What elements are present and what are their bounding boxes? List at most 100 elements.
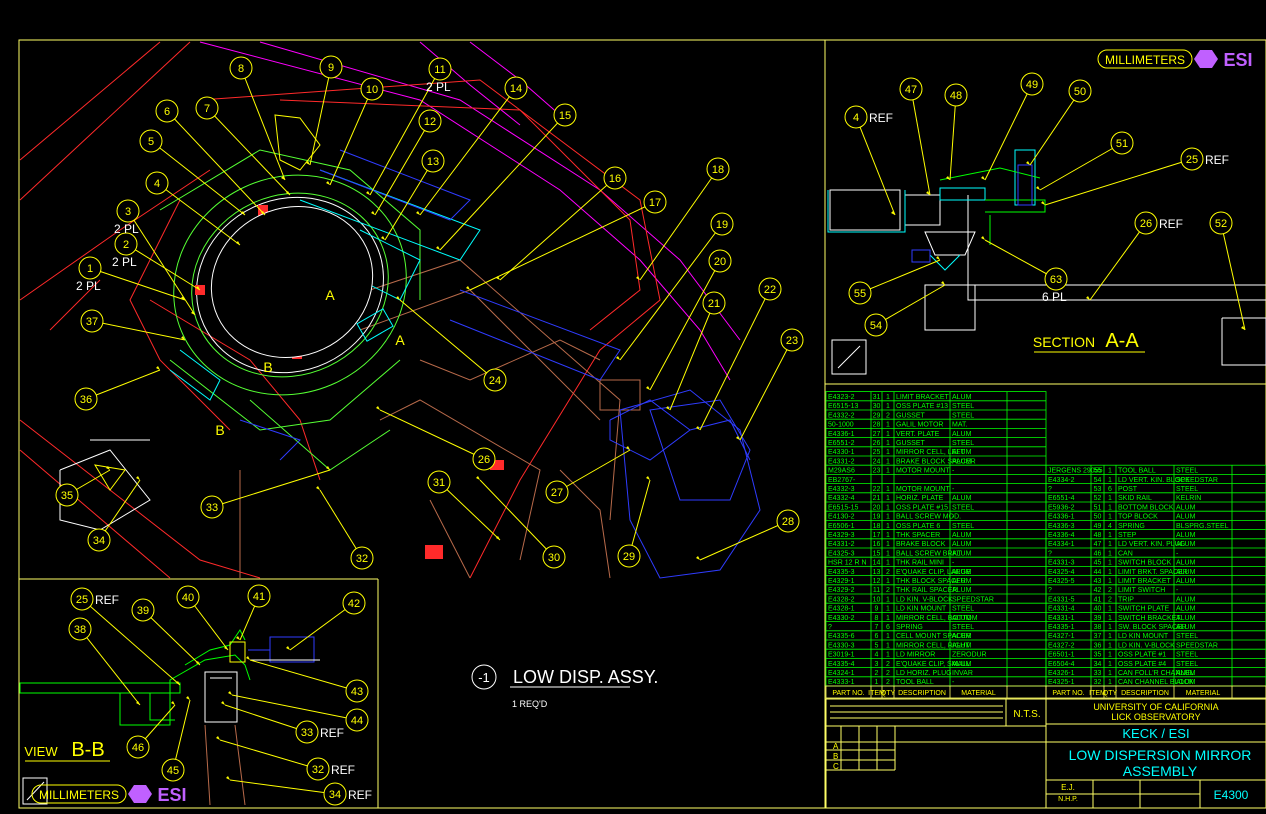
bom-cell: E6506-1 bbox=[828, 523, 855, 530]
balloon-41: 41 bbox=[236, 584, 271, 641]
balloon-number: 25 bbox=[1186, 154, 1198, 166]
bom-cell: HORIZ. PLATE bbox=[896, 495, 944, 502]
balloon-39: 39 bbox=[131, 598, 201, 666]
drawing-title-line-2: ASSEMBLY bbox=[1123, 763, 1198, 779]
bom-cell: CAN CHANNEL BLOCK bbox=[1118, 679, 1194, 686]
view-bb-units-badge: MILLIMETERS ESI bbox=[31, 784, 187, 805]
bom-cell: E4335-1 bbox=[1048, 624, 1075, 631]
bom-cell: 44 bbox=[1094, 569, 1102, 576]
bom-cell: - bbox=[952, 468, 955, 475]
balloon-number: 22 bbox=[764, 284, 776, 296]
bom-cell: E4329-2 bbox=[828, 587, 855, 594]
balloon-24: 24 bbox=[396, 296, 507, 392]
balloon-number: 31 bbox=[433, 477, 445, 489]
section-mark-b: B bbox=[263, 359, 272, 375]
bom-cell: 1 bbox=[1108, 504, 1112, 511]
bom-cell: E4336-1 bbox=[828, 431, 855, 438]
bom-cell: E4331-5 bbox=[1048, 596, 1075, 603]
bom-header-cell: QTY bbox=[1103, 690, 1118, 697]
bom-cell: 29 bbox=[873, 412, 881, 419]
balloon-44: 44 bbox=[228, 691, 369, 732]
bom-cell: 1 bbox=[1108, 615, 1112, 622]
balloon-14: 14 bbox=[416, 76, 528, 216]
balloon-number: 49 bbox=[1026, 79, 1038, 91]
bom-cell: LIMIT BRACKET bbox=[1118, 578, 1171, 585]
bom-cell: ALUM bbox=[1176, 679, 1196, 686]
balloon-number: 17 bbox=[649, 197, 661, 209]
balloon-number: 14 bbox=[510, 83, 522, 95]
bom-cell: ALUM bbox=[952, 578, 972, 585]
bom-cell: 35 bbox=[1094, 652, 1102, 659]
bom-cell: TOP BLOCK bbox=[1118, 514, 1158, 521]
bom-cell: 42 bbox=[1094, 587, 1102, 594]
balloon-number: 5 bbox=[148, 136, 154, 148]
bom-cell: 16 bbox=[873, 541, 881, 548]
bom-cell: 2 bbox=[886, 670, 890, 677]
drawing-title-line-1: LOW DISPERSION MIRROR bbox=[1069, 747, 1252, 763]
bom-cell: EB2767- bbox=[828, 477, 856, 484]
bom-cell: ALUM bbox=[952, 661, 972, 668]
balloon-note: 2 PL bbox=[112, 255, 137, 269]
bom-cell: ALUM bbox=[952, 569, 972, 576]
bom-cell: STEEL bbox=[1176, 633, 1198, 640]
bom-cell: SW. BLOCK SPACER bbox=[1118, 624, 1187, 631]
balloon-number: 3 bbox=[125, 206, 131, 218]
bom-cell: ALUM bbox=[952, 615, 972, 622]
balloon-number: 47 bbox=[905, 84, 917, 96]
bom-cell: ZERODUR bbox=[952, 652, 987, 659]
bom-cell: TOOL BALL bbox=[896, 679, 934, 686]
bom-cell: 1 bbox=[1108, 578, 1112, 585]
bom-cell: E4325-3 bbox=[828, 550, 855, 557]
bom-cell: STEEL bbox=[1176, 468, 1198, 475]
balloon-27: 27 bbox=[545, 446, 631, 504]
bom-cell: INVAR bbox=[952, 670, 973, 677]
balloon-number: 52 bbox=[1215, 218, 1227, 230]
bom-cell: E4330-1 bbox=[828, 449, 855, 456]
balloon-number: 21 bbox=[708, 298, 720, 310]
bom-cell: SPEEDSTAR bbox=[1176, 642, 1218, 649]
bom-cell: SPRING bbox=[1118, 523, 1145, 530]
balloon-number: 35 bbox=[61, 490, 73, 502]
bom-cell: E4329-3 bbox=[828, 532, 855, 539]
project-name: KECK / ESI bbox=[1122, 726, 1189, 741]
bom-cell: 24 bbox=[873, 458, 881, 465]
bom-cell: 49 bbox=[1094, 523, 1102, 530]
bom-cell: 43 bbox=[1094, 578, 1102, 585]
view-bb-title: VIEW B-B bbox=[24, 739, 110, 762]
bom-cell: ALUM bbox=[952, 532, 972, 539]
balloon-4: 4 bbox=[145, 171, 241, 246]
balloon-number: 33 bbox=[206, 502, 218, 514]
bom-cell: BALL SCREW MOD. bbox=[896, 514, 961, 521]
bom-cell: E6501-1 bbox=[1048, 652, 1075, 659]
balloon-note: 6 PL bbox=[1042, 290, 1067, 304]
bom-cell: STEEL bbox=[1176, 486, 1198, 493]
bom-cell: 19 bbox=[873, 514, 881, 521]
bom-cell: 6 bbox=[1108, 486, 1112, 493]
balloon-40: 40 bbox=[176, 585, 229, 651]
drawn-initials: E.J. bbox=[1061, 783, 1075, 792]
bom-cell: 2 bbox=[886, 679, 890, 686]
bom-cell: 41 bbox=[1094, 596, 1102, 603]
bom-cell: 1 bbox=[886, 541, 890, 548]
bom-cell: E4328-1 bbox=[828, 606, 855, 613]
balloon-number: 4 bbox=[853, 112, 859, 124]
bom-cell: MIRROR CELL, BOTTOM bbox=[896, 615, 978, 622]
bom-cell: THK RAIL SPACER bbox=[896, 587, 957, 594]
bom-cell: ALUM bbox=[1176, 560, 1196, 567]
bom-cell: - bbox=[952, 514, 955, 521]
